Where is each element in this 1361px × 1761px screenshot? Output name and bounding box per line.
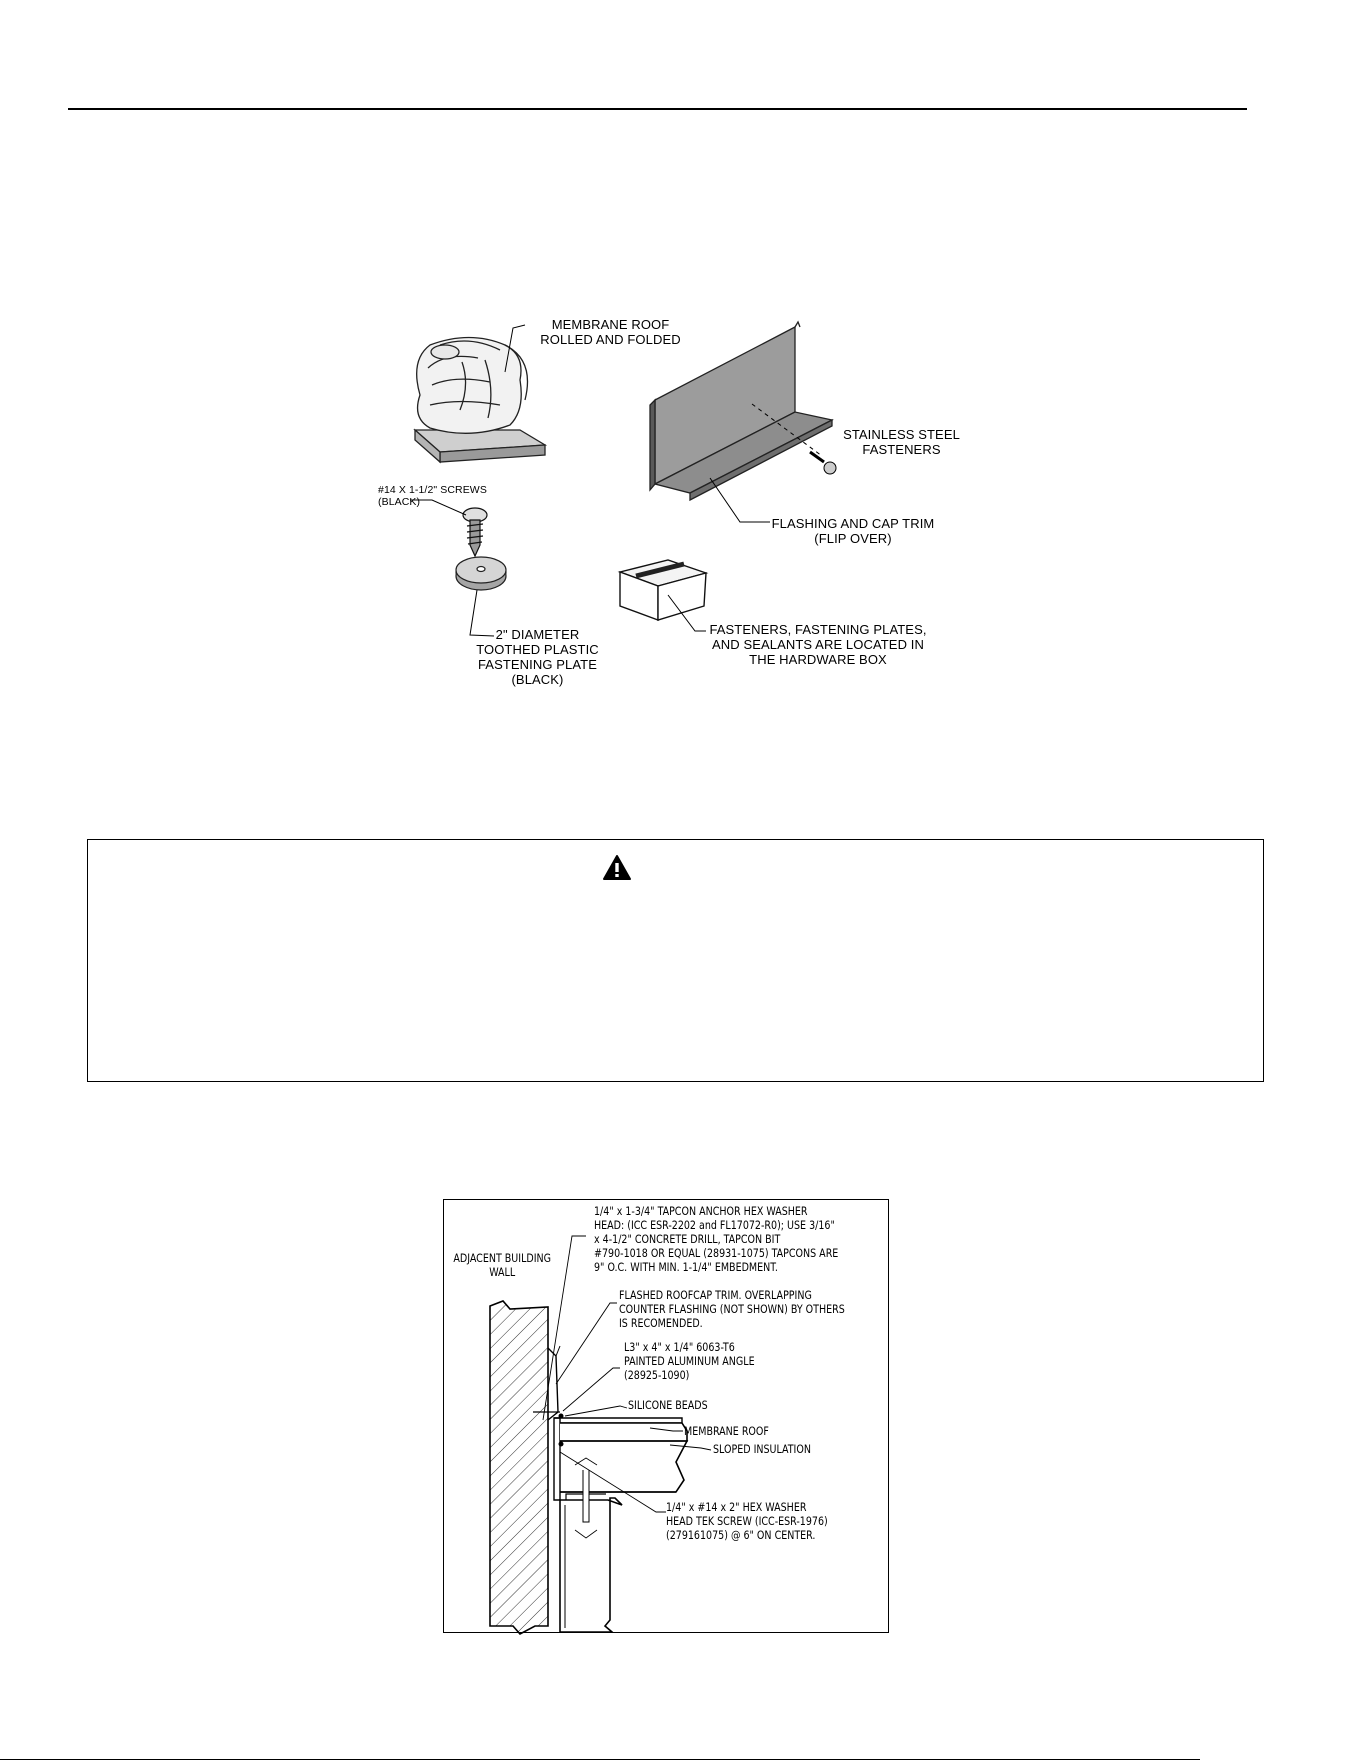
insulation-label: SLOPED INSULATION xyxy=(713,1442,811,1456)
fastening-plate-label: 2" DIAMETER TOOTHED PLASTIC FASTENING PL… xyxy=(476,627,599,687)
warning-triangle-icon xyxy=(603,855,631,880)
fastener-hidden-line xyxy=(751,403,823,457)
membrane-leader xyxy=(504,324,526,373)
roof-edge-detail-frame xyxy=(443,1199,889,1633)
tapcon-label: 1/4" x 1-3/4" TAPCON ANCHOR HEX WASHER H… xyxy=(594,1204,839,1274)
membrane-roof-layer xyxy=(560,1422,688,1442)
adjacent-wall xyxy=(489,1300,549,1636)
sloped-insulation xyxy=(560,1440,689,1493)
adjacent-wall-label: ADJACENT BUILDING WALL xyxy=(453,1251,552,1279)
box-leader xyxy=(667,594,706,632)
warning-box xyxy=(87,839,1264,1082)
tek-screw-label: 1/4" x #14 x 2" HEX WASHER HEAD TEK SCRE… xyxy=(666,1500,828,1542)
membrane-roof-bundle xyxy=(413,336,548,464)
silicone-label: SILICONE BEADS xyxy=(628,1398,708,1412)
screws-label: #14 X 1-1/2" SCREWS (BLACK) xyxy=(378,484,487,508)
angle-label: L3" x 4" x 1/4" 6063-T6 PAINTED ALUMINUM… xyxy=(624,1340,755,1382)
flashing-cap-trim xyxy=(649,320,834,502)
aluminum-angle xyxy=(553,1417,561,1501)
hardware-box-label: FASTENERS, FASTENING PLATES, AND SEALANT… xyxy=(709,622,927,667)
membrane-roof-label: MEMBRANE ROOF ROLLED AND FOLDED xyxy=(540,317,681,347)
support-beam xyxy=(559,1497,623,1633)
flashing-trim-label: FLASHING AND CAP TRIM (FLIP OVER) xyxy=(771,516,935,546)
footer-rule xyxy=(0,1759,1200,1760)
screw-14 xyxy=(462,507,488,558)
stainless-fastener xyxy=(809,450,837,475)
trim-leader xyxy=(709,477,770,523)
screw-leader xyxy=(410,499,467,516)
roofcap-label: FLASHED ROOFCAP TRIM. OVERLAPPING COUNTE… xyxy=(619,1288,845,1330)
stainless-fasteners-label: STAINLESS STEEL FASTENERS xyxy=(843,427,960,457)
header-rule xyxy=(68,108,1247,110)
hardware-box xyxy=(617,559,709,622)
roofcap-trim xyxy=(547,1347,559,1421)
membrane-detail-label: MEMBRANE ROOF xyxy=(684,1424,769,1438)
fastening-plate xyxy=(455,556,507,591)
plate-leader xyxy=(469,589,495,637)
tek-screw xyxy=(582,1470,590,1523)
detail-leaders xyxy=(542,1235,712,1513)
